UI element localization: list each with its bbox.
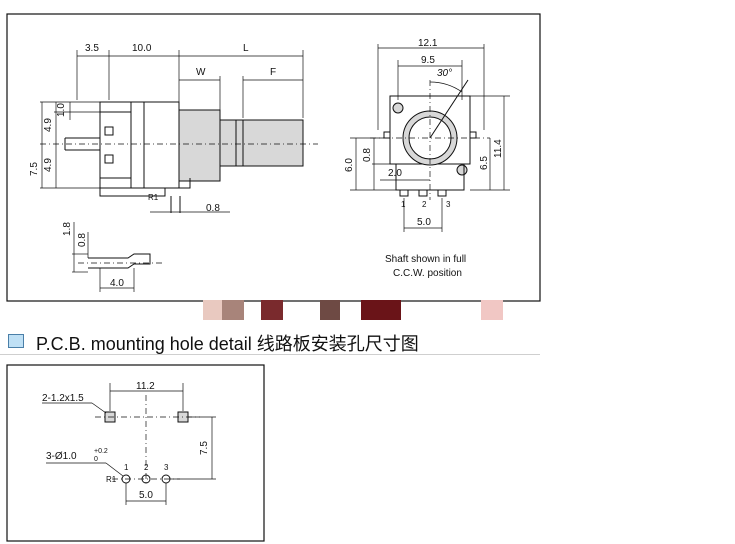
mount-hole-tl: [392, 102, 404, 114]
dim-6-0: 6.0: [344, 158, 355, 172]
potentiometer-drawing: 3.5 10.0 L W F 4.9 1.0 4.9 7.5 0.8 R1 1.…: [6, 13, 541, 302]
label-pad-size: 2-1.2x1.5: [42, 393, 84, 404]
label-pin3-pcb: 3: [164, 463, 169, 472]
label-R1-pcb: R1: [106, 475, 117, 484]
bracket: [99, 101, 132, 189]
bushing: [178, 109, 221, 182]
dim-4-9-lower: 4.9: [43, 158, 54, 172]
mount-hole-br: [456, 164, 468, 176]
shaft: [219, 119, 304, 167]
dim-7-5: 7.5: [29, 162, 40, 176]
dim-5-0-front: 5.0: [417, 217, 431, 228]
label-R1-side: R1: [148, 193, 159, 202]
dim-W: W: [196, 67, 206, 78]
dim-10-0: 10.0: [132, 43, 152, 54]
pcb-hole-drawing: 11.2 2-1.2x1.5 1 2 3 R1 3-Ø1.0 +0.2 0 7.…: [6, 364, 265, 542]
label-pin1-pcb: 1: [124, 463, 129, 472]
label-pin1-front: 1: [401, 200, 406, 209]
section-separator: [0, 354, 540, 355]
front-view: 1 2 3 12.1 9.5 30° 6.0 0.8 2.0 6.5 11.4: [344, 38, 510, 279]
label-hole-tol-plus: +0.2: [94, 448, 108, 455]
section-title: P.C.B. mounting hole detail 线路板安装孔尺寸图: [36, 334, 419, 354]
side-view: 3.5 10.0 L W F 4.9 1.0 4.9 7.5 0.8 R1: [29, 43, 318, 214]
color-swatch: [320, 300, 340, 320]
dim-3-5: 3.5: [85, 43, 99, 54]
color-swatch: [261, 300, 283, 320]
dim-30-deg: 30°: [437, 68, 452, 79]
color-swatch: [481, 300, 503, 320]
dim-11-4: 11.4: [493, 139, 504, 158]
dim-12-1: 12.1: [418, 38, 438, 49]
dim-L: L: [243, 43, 249, 54]
dim-2-0: 2.0: [388, 168, 402, 179]
dim-7-5-pcb: 7.5: [199, 441, 210, 455]
color-swatch: [361, 300, 401, 320]
dim-1-8: 1.8: [62, 222, 73, 236]
dim-11-2: 11.2: [136, 381, 155, 392]
dim-6-5: 6.5: [479, 156, 490, 170]
note-shaft-line2: C.C.W. position: [393, 268, 462, 279]
dim-1-0: 1.0: [56, 103, 67, 117]
dim-0-8-side: 0.8: [206, 203, 220, 214]
dim-4-9-upper: 4.9: [43, 118, 54, 132]
section-header: P.C.B. mounting hole detail 线路板安装孔尺寸图: [6, 330, 536, 356]
label-pin3-front: 3: [446, 200, 451, 209]
housing-body: [130, 101, 180, 189]
dim-4-0: 4.0: [110, 278, 124, 289]
pcb-frame: [6, 364, 265, 542]
section-header-box: [8, 334, 24, 348]
dim-0-8-lead: 0.8: [77, 233, 88, 247]
dim-F: F: [270, 67, 276, 78]
dim-5-0-pcb: 5.0: [139, 490, 153, 501]
note-shaft-line1: Shaft shown in full: [385, 254, 466, 265]
pcb-hole-detail: 11.2 2-1.2x1.5 1 2 3 R1 3-Ø1.0 +0.2 0 7.…: [42, 381, 216, 505]
label-pin2-front: 2: [422, 200, 427, 209]
housing-inner: [143, 101, 180, 189]
lead-detail: 1.8 0.8 4.0: [62, 222, 162, 292]
dim-0-8-front: 0.8: [362, 148, 373, 162]
label-hole-tol-zero: 0: [94, 456, 98, 463]
color-swatch: [222, 300, 244, 320]
label-hole-dia: 3-Ø1.0: [46, 451, 77, 462]
dim-9-5: 9.5: [421, 55, 435, 66]
label-pin2-pcb: 2: [144, 463, 149, 472]
